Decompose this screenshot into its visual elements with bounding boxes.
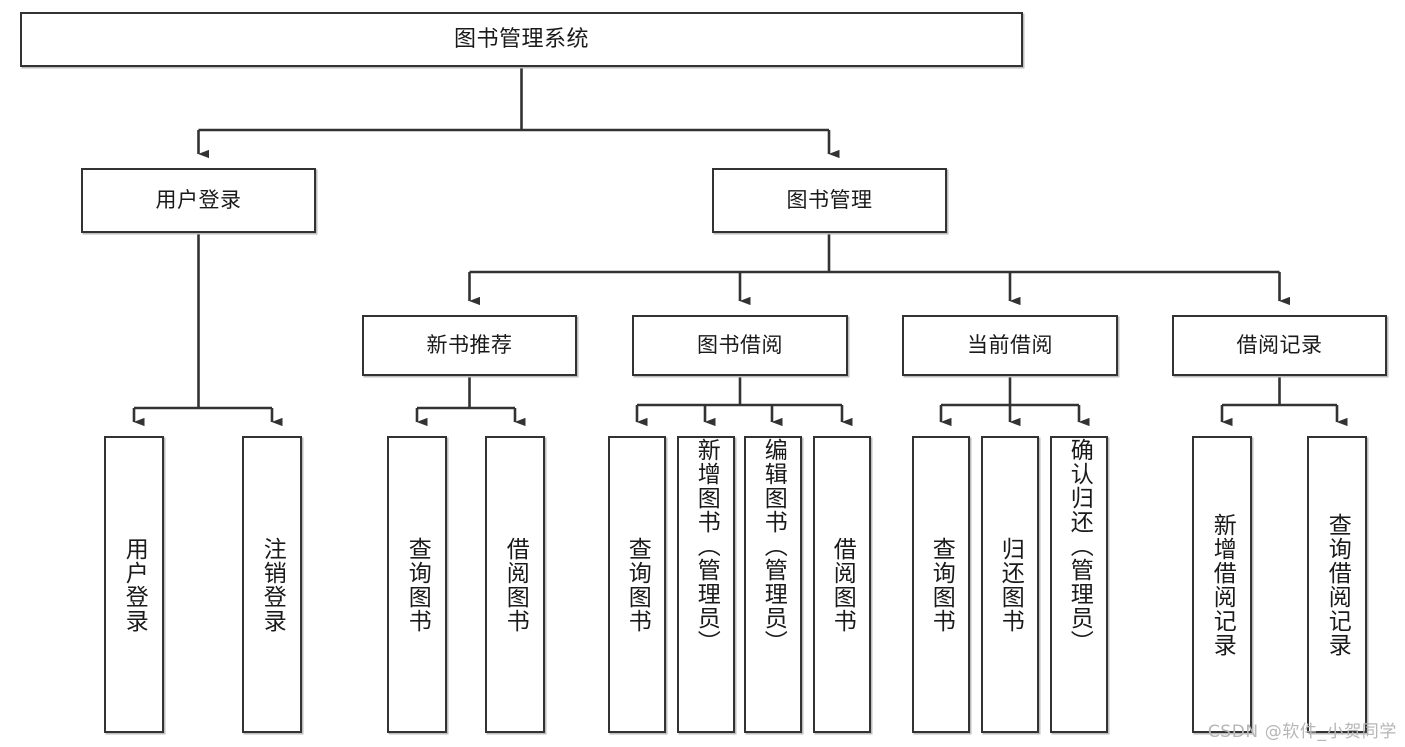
node-leaf-borrow-book-1[interactable]: 借阅图书 xyxy=(485,436,545,733)
edge-borrowrecord-to-leaves xyxy=(1220,376,1348,427)
node-current-borrow-label: 当前借阅 xyxy=(967,333,1053,358)
node-leaf-edit-book[interactable]: 编辑图书（管理员） xyxy=(744,436,802,733)
node-leaf-borrow-book-1-label: 借阅图书 xyxy=(502,536,529,633)
node-leaf-user-login[interactable]: 用户登录 xyxy=(104,436,164,733)
node-borrow-record[interactable]: 借阅记录 xyxy=(1172,315,1387,376)
edge-bookmanage-to-level3 xyxy=(468,233,1291,306)
node-leaf-return-book[interactable]: 归还图书 xyxy=(981,436,1039,733)
node-leaf-query-book-3[interactable]: 查询图书 xyxy=(912,436,970,733)
node-leaf-return-book-label: 归还图书 xyxy=(997,536,1024,633)
node-leaf-edit-book-label: 编辑图书（管理员） xyxy=(760,438,787,654)
node-leaf-borrow-book-2-label: 借阅图书 xyxy=(829,536,856,633)
node-root[interactable]: 图书管理系统 xyxy=(20,12,1023,67)
edge-userlogin-to-leaves xyxy=(132,233,283,427)
node-leaf-borrow-book-2[interactable]: 借阅图书 xyxy=(813,436,871,733)
node-leaf-query-record-label: 查询借阅记录 xyxy=(1324,512,1351,657)
node-root-label: 图书管理系统 xyxy=(453,26,589,52)
node-book-manage-label: 图书管理 xyxy=(786,188,873,213)
node-leaf-user-login-label: 用户登录 xyxy=(121,536,148,633)
node-book-borrow[interactable]: 图书借阅 xyxy=(632,315,848,376)
node-leaf-user-logout-label: 注销登录 xyxy=(259,536,286,633)
node-leaf-confirm-return-label: 确认归还（管理员） xyxy=(1066,438,1093,654)
node-user-login-label: 用户登录 xyxy=(155,188,242,213)
node-leaf-confirm-return[interactable]: 确认归还（管理员） xyxy=(1050,436,1108,733)
node-new-book-rec-label: 新书推荐 xyxy=(426,333,513,358)
node-leaf-query-book-1-label: 查询图书 xyxy=(404,536,431,633)
edge-bookborrow-to-leaves xyxy=(635,376,853,427)
node-leaf-add-book[interactable]: 新增图书（管理员） xyxy=(677,436,735,733)
node-leaf-add-record[interactable]: 新增借阅记录 xyxy=(1192,436,1252,733)
node-leaf-query-book-2-label: 查询图书 xyxy=(624,536,651,633)
node-leaf-query-book-3-label: 查询图书 xyxy=(928,536,955,633)
edge-root-to-level2 xyxy=(197,67,840,159)
node-leaf-add-record-label: 新增借阅记录 xyxy=(1209,512,1236,657)
node-current-borrow[interactable]: 当前借阅 xyxy=(902,315,1118,376)
node-leaf-query-book-1[interactable]: 查询图书 xyxy=(387,436,447,733)
node-leaf-query-record[interactable]: 查询借阅记录 xyxy=(1307,436,1367,733)
edge-currentborrow-to-leaves xyxy=(939,376,1090,427)
node-user-login[interactable]: 用户登录 xyxy=(81,168,316,233)
node-leaf-add-book-label: 新增图书（管理员） xyxy=(693,438,720,654)
node-book-borrow-label: 图书借阅 xyxy=(697,333,783,358)
node-leaf-query-book-2[interactable]: 查询图书 xyxy=(608,436,666,733)
node-borrow-record-label: 借阅记录 xyxy=(1236,333,1323,358)
node-book-manage[interactable]: 图书管理 xyxy=(712,168,947,233)
edge-newbook-to-leaves xyxy=(415,376,526,427)
node-leaf-user-logout[interactable]: 注销登录 xyxy=(242,436,302,733)
node-new-book-rec[interactable]: 新书推荐 xyxy=(362,315,577,376)
